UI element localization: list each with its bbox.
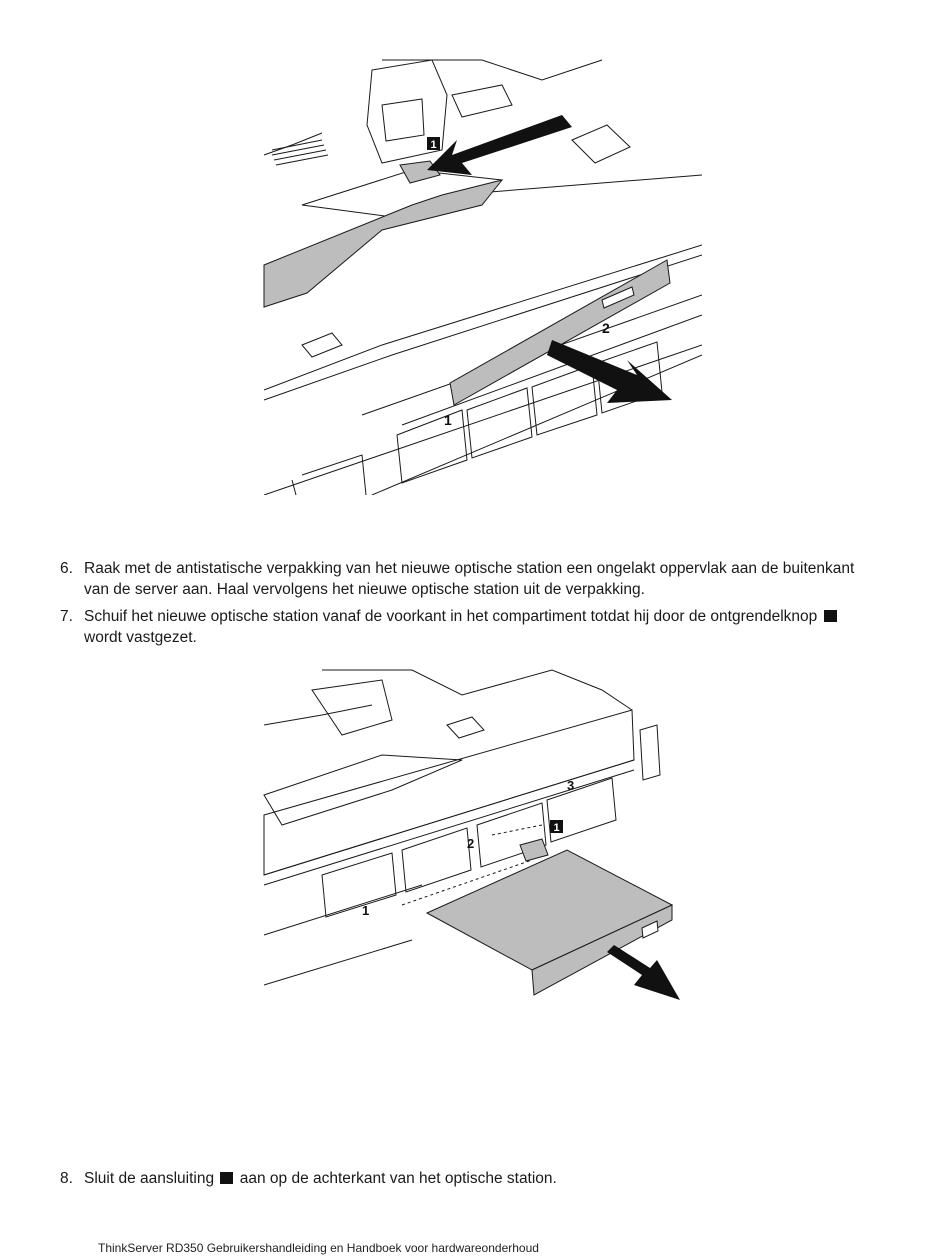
figure-2-callout-label: 1 [553,822,559,834]
step-body: Sluit de aansluiting aan op de achterkan… [84,1168,880,1189]
figure-2-bay-label-1: 1 [362,903,369,918]
page-footer: ThinkServer RD350 Gebruikershandleiding … [98,1241,539,1255]
figure-insert-optical-drive: 1 1 2 3 [263,669,680,1000]
figure-2-bay-label-2: 2 [467,836,474,851]
callout-marker-icon [823,610,837,622]
step-number: 7. [60,608,73,625]
step-6: 6. Raak met de antistatische verpakking … [60,558,880,600]
step-text-after: wordt vastgezet. [84,629,197,646]
step-8: 8. Sluit de aansluiting aan op de achter… [60,1168,880,1189]
figure-1-callout-label: 1 [430,139,436,151]
figure-1-bay-label-2: 2 [602,320,610,336]
step-text: Raak met de antistatische verpakking van… [84,560,855,598]
callout-marker-icon [220,1172,234,1184]
step-text-before: Schuif het nieuwe optische station vanaf… [84,608,818,625]
step-body: Schuif het nieuwe optische station vanaf… [84,606,880,648]
step-text-after: aan op de achterkant van het optische st… [239,1170,557,1187]
step-number: 6. [60,560,73,577]
step-number: 8. [60,1170,73,1187]
figure-2-bay-label-3: 3 [567,778,574,793]
figure-1-bay-label-1: 1 [444,412,452,428]
figure-remove-optical-drive: 1 1 2 [263,59,702,495]
step-text-before: Sluit de aansluiting [84,1170,215,1187]
step-7: 7. Schuif het nieuwe optische station va… [60,606,880,648]
